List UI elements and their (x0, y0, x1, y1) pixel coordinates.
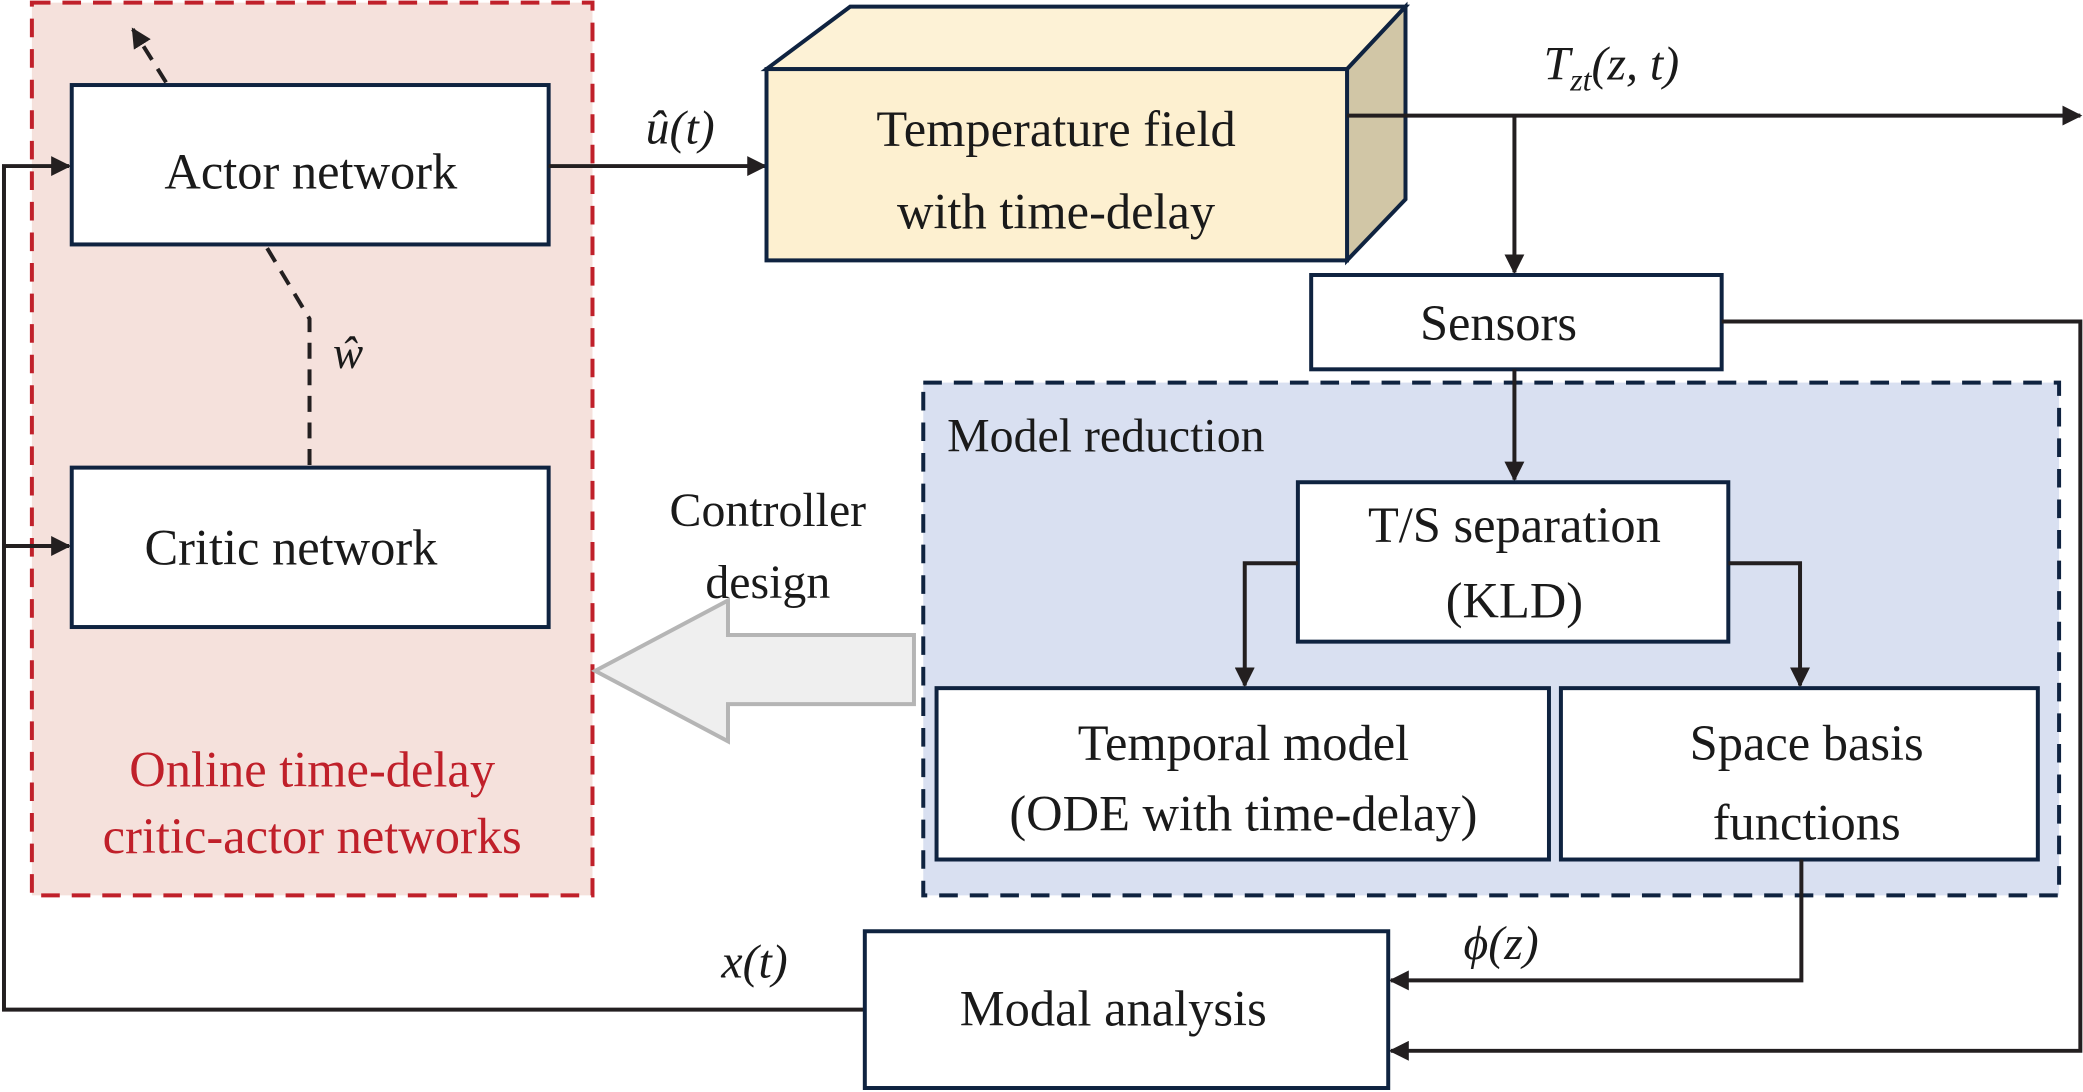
temperature-box-front (764, 67, 1350, 263)
actor-network-label: Actor network (164, 144, 458, 200)
ts-separation-line2: (KLD) (1446, 573, 1583, 629)
u-hat-label: û(t) (646, 101, 715, 154)
controller-design-arrow: Controller design (590, 484, 916, 745)
temperature-field-line1: Temperature field (876, 101, 1235, 157)
space-to-modal-line (1388, 859, 1804, 991)
ts-separation-line1: T/S separation (1368, 497, 1661, 553)
x-signal-label: x(t) (720, 936, 787, 989)
x-feedback-line (1, 156, 865, 1012)
controller-design-line1: Controller (670, 484, 867, 537)
critic-network-block[interactable]: Critic network (69, 465, 551, 630)
ts-separation-block[interactable]: T/S separation (KLD) (1295, 480, 1731, 644)
temperature-field-block[interactable]: Temperature field with time-delay (760, 1, 1411, 266)
actor-network-block[interactable]: Actor network (69, 83, 551, 247)
critic-actor-group-title-line2: critic-actor networks (103, 808, 522, 864)
t-zt-main: T (1544, 38, 1574, 91)
modal-analysis-label: Modal analysis (960, 981, 1267, 1037)
space-basis-line2: functions (1713, 795, 1901, 851)
temporal-model-line1: Temporal model (1078, 715, 1409, 771)
critic-actor-group-title-line1: Online time-delay (129, 741, 496, 797)
ts-to-temporal-line (1234, 561, 1298, 688)
space-basis-line1: Space basis (1690, 715, 1924, 771)
temperature-box-top (760, 4, 1411, 72)
critic-network-label: Critic network (144, 520, 438, 576)
actor-tuning-dashed-arrow (131, 27, 168, 84)
controller-design-line2: design (705, 556, 830, 609)
big-left-arrow-icon (590, 597, 916, 745)
ts-to-space-line (1728, 561, 1811, 688)
sensors-to-modal-line (1388, 319, 2083, 1061)
sensors-block[interactable]: Sensors (1309, 273, 1724, 372)
weight-update-dashed-line (263, 244, 312, 465)
t-zt-label: Tzt(z, t) (1544, 38, 1680, 98)
model-reduction-title: Model reduction (947, 410, 1264, 463)
temporal-model-line2: (ODE with time-delay) (1009, 785, 1477, 841)
w-hat-label: ŵ (333, 328, 363, 378)
space-basis-block[interactable]: Space basis functions (1558, 686, 2040, 862)
phi-label: ϕ(z) (1464, 917, 1539, 970)
t-zt-sub: zt (1569, 62, 1592, 97)
temporal-model-block[interactable]: Temporal model (ODE with time-delay) (934, 686, 1551, 862)
modal-analysis-block[interactable]: Modal analysis (862, 929, 1391, 1090)
temperature-field-line2: with time-delay (897, 184, 1216, 240)
sensors-label: Sensors (1420, 295, 1577, 351)
t-zt-args: (z, t) (1592, 38, 1680, 91)
